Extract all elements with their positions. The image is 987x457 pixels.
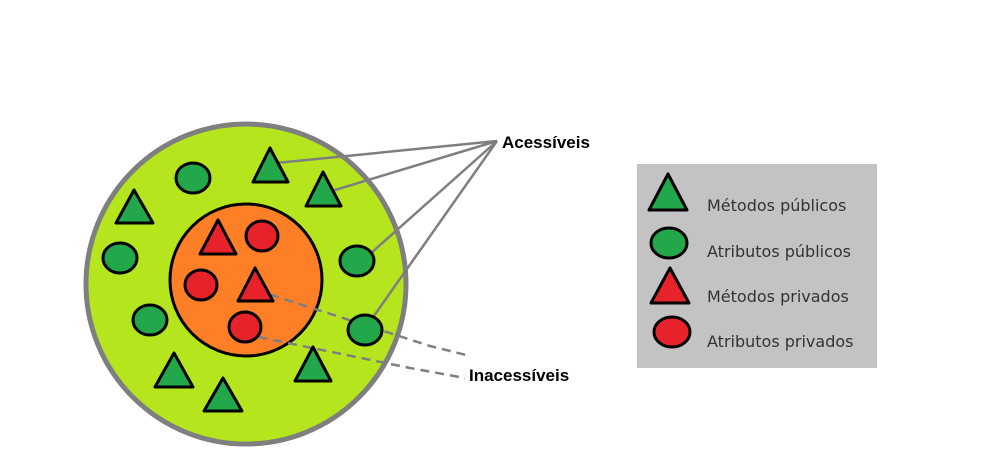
public-attribute-circle bbox=[338, 244, 376, 278]
private-attribute-circle bbox=[227, 310, 263, 344]
legend-private-attribute-icon bbox=[652, 315, 692, 349]
public-method-triangle bbox=[293, 345, 333, 383]
legend-item-private-attributes: Atributos privados bbox=[707, 332, 853, 351]
public-attribute-circle bbox=[131, 303, 169, 337]
accessible-connector-line bbox=[360, 140, 498, 263]
public-attribute-circle bbox=[174, 161, 212, 195]
legend: Métodos públicos Atributos públicos Méto… bbox=[637, 164, 877, 368]
public-members bbox=[101, 146, 384, 413]
public-method-triangle bbox=[304, 170, 343, 208]
accessible-connector-line bbox=[275, 139, 498, 165]
public-method-triangle bbox=[251, 146, 290, 184]
accessible-connectors bbox=[275, 139, 499, 331]
public-method-triangle bbox=[202, 376, 244, 413]
inaccessible-connector-line bbox=[243, 332, 466, 380]
legend-item-private-methods: Métodos privados bbox=[707, 287, 849, 306]
legend-item-public-attributes: Atributos públicos bbox=[707, 242, 851, 261]
private-members bbox=[183, 218, 280, 344]
accessible-connector-line bbox=[362, 140, 499, 331]
private-attribute-circle bbox=[244, 219, 280, 253]
public-attribute-circle bbox=[101, 241, 139, 275]
accessible-connector-line bbox=[324, 139, 498, 195]
private-method-triangle bbox=[198, 218, 238, 256]
legend-public-method-icon bbox=[647, 172, 689, 212]
public-attribute-circle bbox=[346, 313, 384, 347]
public-method-triangle bbox=[153, 351, 195, 389]
private-method-triangle bbox=[236, 266, 275, 303]
legend-item-public-methods: Métodos públicos bbox=[707, 196, 846, 215]
private-attribute-circle bbox=[183, 268, 219, 302]
inaccessible-connector-line bbox=[255, 288, 471, 358]
public-method-triangle bbox=[114, 188, 155, 225]
inaccessible-connectors bbox=[243, 288, 471, 380]
legend-public-attribute-icon bbox=[649, 226, 689, 260]
legend-private-method-icon bbox=[649, 266, 691, 305]
inaccessible-label: Inacessíveis bbox=[469, 366, 569, 385]
accessible-label: Acessíveis bbox=[502, 133, 590, 152]
